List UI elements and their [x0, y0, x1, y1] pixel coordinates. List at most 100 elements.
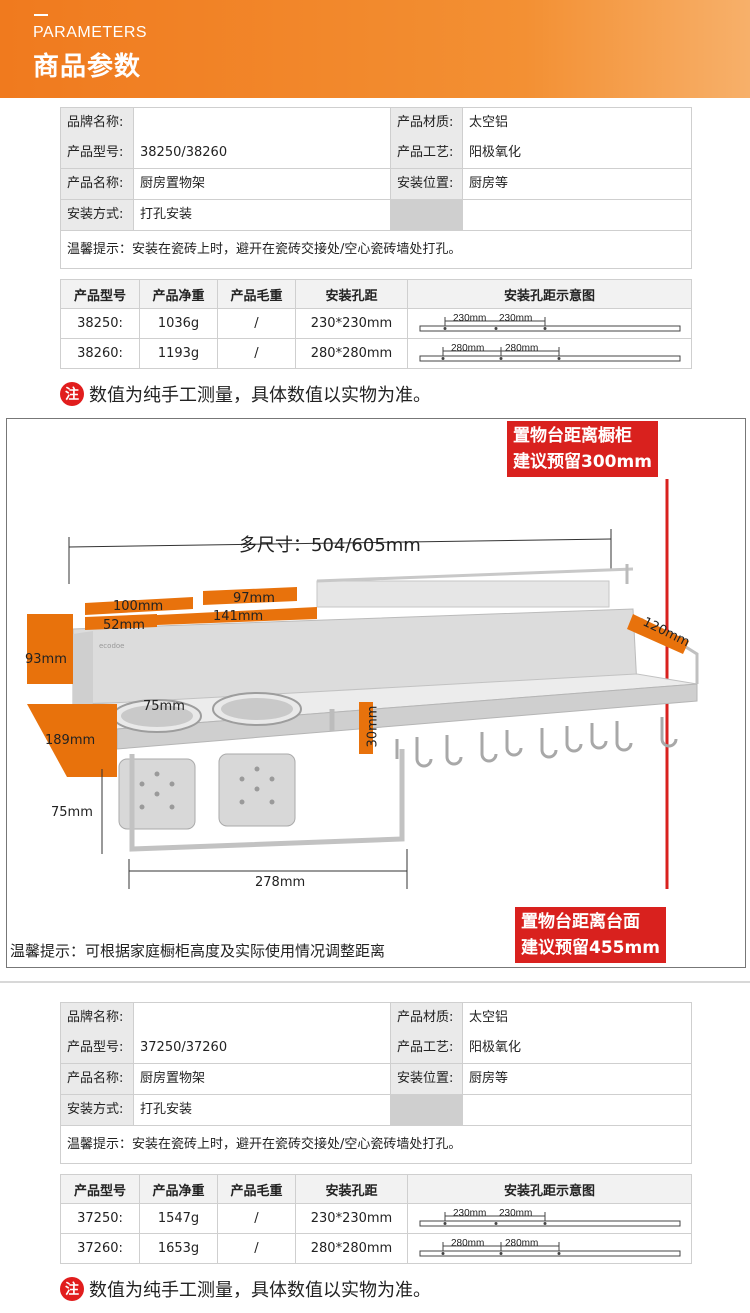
holes-header-row: 产品型号 产品净重 产品毛重 安装孔距 安装孔距示意图 — [61, 280, 691, 308]
spec-table-2: 品牌名称: 产品材质: 太空铝 产品型号: 37250/37260 产品工艺: … — [60, 1002, 692, 1164]
material-label: 产品材质: — [390, 108, 462, 138]
spec-note-row: 温馨提示：安装在瓷砖上时，避开在瓷砖交接处/空心瓷砖墙处打孔。 — [60, 231, 692, 269]
holes-table-2: 产品型号 产品净重 产品毛重 安装孔距 安装孔距示意图 37250: 1547g… — [60, 1174, 692, 1264]
row-model: 38260: — [77, 346, 123, 361]
row-diagram: 230mm 230mm — [407, 1204, 691, 1233]
diagram-d1: 280mm — [451, 343, 484, 354]
brand-value — [133, 108, 390, 138]
name-value: 厨房置物架 — [133, 1064, 390, 1094]
position-value: 厨房等 — [462, 1064, 691, 1094]
header-net: 产品净重 — [139, 280, 217, 308]
dim-75-height: 75mm — [51, 805, 93, 820]
spec-row: 安装方式: 打孔安装 — [60, 1095, 692, 1126]
diagram-d2: 280mm — [505, 1238, 538, 1249]
hole-diagram: 280mm 280mm — [419, 343, 680, 361]
dim-189: 189mm — [45, 733, 96, 748]
product-diagram: 多尺寸：504/605mm 100mm 52mm 97mm 141mm 120m… — [6, 418, 746, 968]
empty-value — [462, 200, 691, 230]
section-divider — [0, 981, 750, 983]
name-value: 厨房置物架 — [133, 169, 390, 199]
brand-value — [133, 1003, 390, 1033]
cabinet-note-line2: 建议预留300mm — [513, 452, 652, 472]
banner-dash — [34, 14, 48, 16]
row-gross: / — [217, 1204, 295, 1233]
brand-label: 品牌名称: — [61, 1003, 133, 1033]
adjust-note: 温馨提示：可根据家庭橱柜高度及实际使用情况调整距离 — [10, 942, 386, 960]
diagram-d1: 230mm — [453, 1208, 486, 1219]
header-diagram: 安装孔距示意图 — [407, 1175, 691, 1203]
spec-note: 温馨提示：安装在瓷砖上时，避开在瓷砖交接处/空心瓷砖墙处打孔。 — [61, 231, 691, 268]
row-gross: / — [217, 1234, 295, 1263]
header-net: 产品净重 — [139, 1175, 217, 1203]
measure-warning: 注 数值为纯手工测量，具体数值以实物为准。 — [60, 1276, 431, 1302]
counter-note-line2: 建议预留455mm — [521, 938, 660, 958]
row-spacing: 280*280mm — [295, 1234, 407, 1263]
row-net: 1653g — [139, 1234, 217, 1263]
model-label: 产品型号: — [61, 1033, 133, 1063]
spec-row: 产品名称: 厨房置物架 安装位置: 厨房等 — [60, 169, 692, 200]
position-value: 厨房等 — [462, 169, 691, 199]
dim-52: 52mm — [103, 618, 145, 633]
header-model: 产品型号 — [61, 280, 139, 308]
table-row: 37260: 1653g / 280*280mm 280mm 280mm — [61, 1233, 691, 1263]
table-row: 38260: 1193g / 280*280mm 280mm 280mm — [61, 338, 691, 368]
row-spacing: 280*280mm — [295, 339, 407, 368]
name-label: 产品名称: — [61, 169, 133, 199]
spec-row: 产品型号: 38250/38260 产品工艺: 阳极氧化 — [60, 138, 692, 169]
process-value: 阳极氧化 — [462, 1033, 691, 1063]
header-spacing: 安装孔距 — [295, 280, 407, 308]
material-value: 太空铝 — [462, 108, 691, 138]
hole-diagram: 230mm 230mm — [419, 1208, 680, 1226]
empty-label — [390, 200, 462, 230]
row-spacing: 230*230mm — [295, 309, 407, 338]
row-diagram: 280mm 280mm — [407, 339, 691, 368]
table-row: 37250: 1547g / 230*230mm 230mm 230mm — [61, 1203, 691, 1233]
diagram-d2: 230mm — [499, 1208, 532, 1219]
spec-note: 温馨提示：安装在瓷砖上时，避开在瓷砖交接处/空心瓷砖墙处打孔。 — [61, 1126, 691, 1163]
table-row: 38250: 1036g / 230*230mm 230mm 230mm — [61, 308, 691, 338]
holes-table-1: 产品型号 产品净重 产品毛重 安装孔距 安装孔距示意图 38250: 1036g… — [60, 279, 692, 369]
brand-mark: ecodoe — [99, 642, 125, 650]
diagram-d1: 230mm — [453, 313, 486, 324]
note-badge: 注 — [60, 382, 84, 406]
note-badge: 注 — [60, 1277, 84, 1301]
method-value: 打孔安装 — [133, 1095, 390, 1125]
row-net: 1193g — [139, 339, 217, 368]
empty-value — [462, 1095, 691, 1125]
process-label: 产品工艺: — [390, 138, 462, 168]
spec-note-row: 温馨提示：安装在瓷砖上时，避开在瓷砖交接处/空心瓷砖墙处打孔。 — [60, 1126, 692, 1164]
model-label: 产品型号: — [61, 138, 133, 168]
row-model: 38250: — [77, 316, 123, 331]
header-diagram: 安装孔距示意图 — [407, 280, 691, 308]
spec-row: 品牌名称: 产品材质: 太空铝 — [60, 107, 692, 138]
diagram-d2: 230mm — [499, 313, 532, 324]
spec-row: 安装方式: 打孔安装 — [60, 200, 692, 231]
header-gross: 产品毛重 — [217, 280, 295, 308]
hole-diagram: 280mm 280mm — [419, 1238, 680, 1256]
row-gross: / — [217, 339, 295, 368]
cabinet-distance-note: 置物台距离橱柜 建议预留300mm — [507, 421, 658, 477]
spec-table-1: 品牌名称: 产品材质: 太空铝 产品型号: 38250/38260 产品工艺: … — [60, 107, 692, 269]
row-spacing: 230*230mm — [295, 1204, 407, 1233]
method-label: 安装方式: — [61, 1095, 133, 1125]
dim-97: 97mm — [233, 591, 275, 606]
row-net: 1036g — [139, 309, 217, 338]
row-net: 1547g — [139, 1204, 217, 1233]
method-label: 安装方式: — [61, 200, 133, 230]
rack-illustration — [27, 479, 699, 889]
process-label: 产品工艺: — [390, 1033, 462, 1063]
dim-141: 141mm — [213, 609, 264, 624]
diagram-d1: 280mm — [451, 1238, 484, 1249]
row-model: 37260: — [77, 1241, 123, 1256]
measure-warning: 注 数值为纯手工测量，具体数值以实物为准。 — [60, 381, 431, 407]
position-label: 安装位置: — [390, 1064, 462, 1094]
row-model: 37250: — [77, 1211, 123, 1226]
method-value: 打孔安装 — [133, 200, 390, 230]
spec-row: 产品名称: 厨房置物架 安装位置: 厨房等 — [60, 1064, 692, 1095]
counter-distance-note: 置物台距离台面 建议预留455mm — [515, 907, 666, 963]
cabinet-note-line1: 置物台距离橱柜 — [513, 426, 632, 446]
spec-row: 品牌名称: 产品材质: 太空铝 — [60, 1002, 692, 1033]
name-label: 产品名称: — [61, 1064, 133, 1094]
dim-100: 100mm — [113, 599, 164, 614]
counter-note-line1: 置物台距离台面 — [521, 912, 640, 932]
